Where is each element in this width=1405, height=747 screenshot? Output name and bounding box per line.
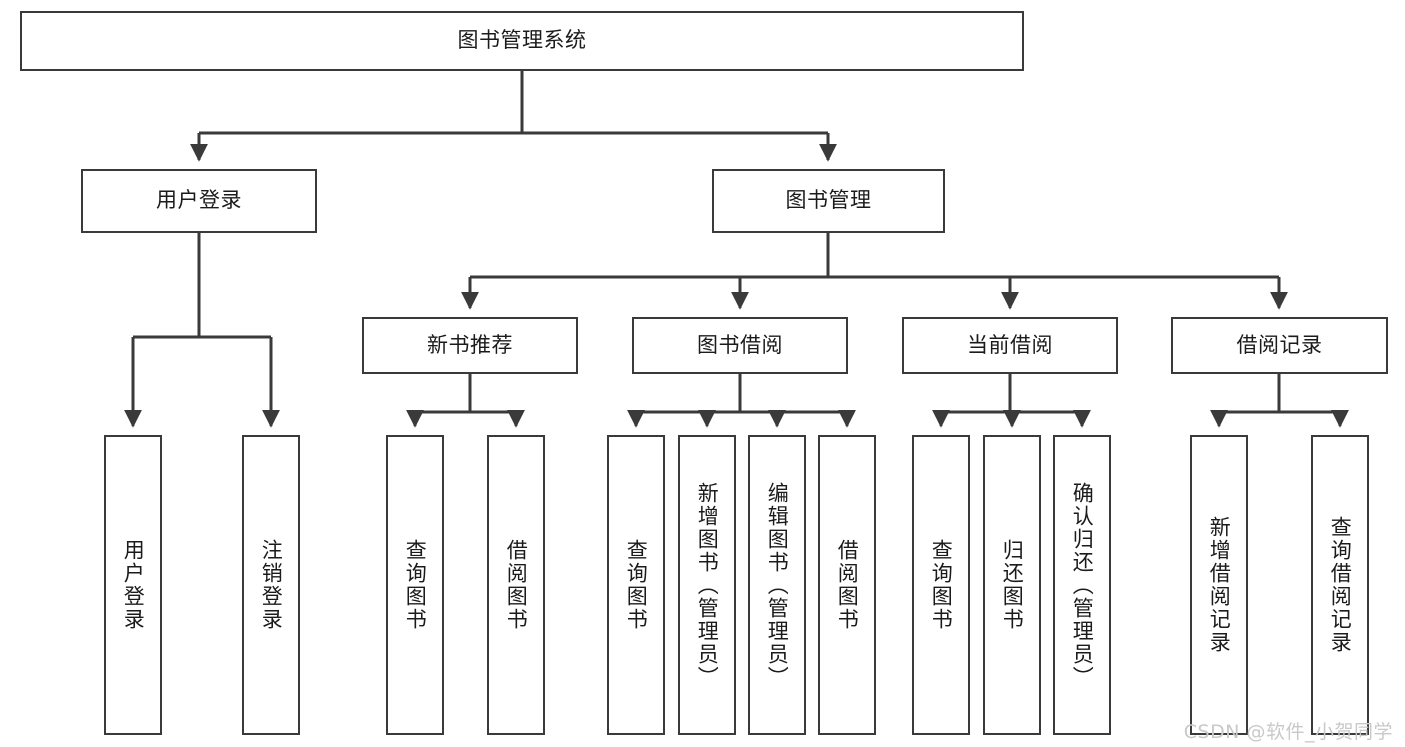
node-user-login-label: 用户登录 (156, 188, 242, 213)
node-borrow-record-label: 借阅记录 (1236, 332, 1323, 357)
node-leaf-logout[interactable]: 注销登录 (242, 435, 300, 735)
node-current-borrow[interactable]: 当前借阅 (902, 317, 1118, 374)
node-leaf-query-book-2[interactable]: 查询图书 (607, 435, 665, 735)
node-root-system[interactable]: 图书管理系统 (20, 11, 1024, 71)
node-leaf-query-book-3[interactable]: 查询图书 (912, 435, 970, 735)
node-current-borrow-label: 当前借阅 (967, 332, 1053, 357)
node-leaf-borrow-book-1[interactable]: 借阅图书 (487, 435, 545, 735)
node-root-label: 图书管理系统 (457, 28, 587, 53)
node-leaf-query-book-1[interactable]: 查询图书 (386, 435, 444, 735)
node-leaf-add-book-label: 新增图书（管理员） (695, 481, 720, 689)
node-leaf-query-book-1-label: 查询图书 (403, 539, 428, 631)
node-leaf-query-record-label: 查询借阅记录 (1328, 516, 1353, 654)
node-new-book-recommend[interactable]: 新书推荐 (362, 317, 578, 374)
node-leaf-return-book-label: 归还图书 (1000, 539, 1025, 631)
node-leaf-borrow-book-1-label: 借阅图书 (504, 539, 529, 631)
node-leaf-return-book[interactable]: 归还图书 (983, 435, 1041, 735)
node-leaf-confirm-return-label: 确认归还（管理员） (1070, 481, 1095, 689)
node-leaf-user-login-label: 用户登录 (121, 539, 146, 631)
node-leaf-edit-book[interactable]: 编辑图书（管理员） (748, 435, 806, 735)
node-user-login[interactable]: 用户登录 (81, 169, 317, 233)
node-leaf-add-record-label: 新增借阅记录 (1207, 516, 1232, 654)
node-leaf-query-book-2-label: 查询图书 (624, 539, 649, 631)
node-leaf-add-book[interactable]: 新增图书（管理员） (678, 435, 736, 735)
node-leaf-logout-label: 注销登录 (259, 539, 284, 631)
node-book-borrow-label: 图书借阅 (697, 332, 783, 357)
node-leaf-user-login[interactable]: 用户登录 (104, 435, 162, 735)
node-leaf-add-record[interactable]: 新增借阅记录 (1190, 435, 1248, 735)
node-new-book-recommend-label: 新书推荐 (427, 332, 513, 357)
node-leaf-edit-book-label: 编辑图书（管理员） (765, 481, 790, 689)
node-book-manage-label: 图书管理 (785, 188, 872, 213)
node-leaf-borrow-book-2[interactable]: 借阅图书 (818, 435, 876, 735)
node-borrow-record[interactable]: 借阅记录 (1171, 317, 1388, 374)
node-book-borrow[interactable]: 图书借阅 (632, 317, 848, 374)
node-leaf-confirm-return[interactable]: 确认归还（管理员） (1053, 435, 1111, 735)
node-book-manage[interactable]: 图书管理 (712, 169, 945, 233)
node-leaf-query-book-3-label: 查询图书 (929, 539, 954, 631)
node-leaf-borrow-book-2-label: 借阅图书 (835, 539, 860, 631)
node-leaf-query-record[interactable]: 查询借阅记录 (1311, 435, 1369, 735)
